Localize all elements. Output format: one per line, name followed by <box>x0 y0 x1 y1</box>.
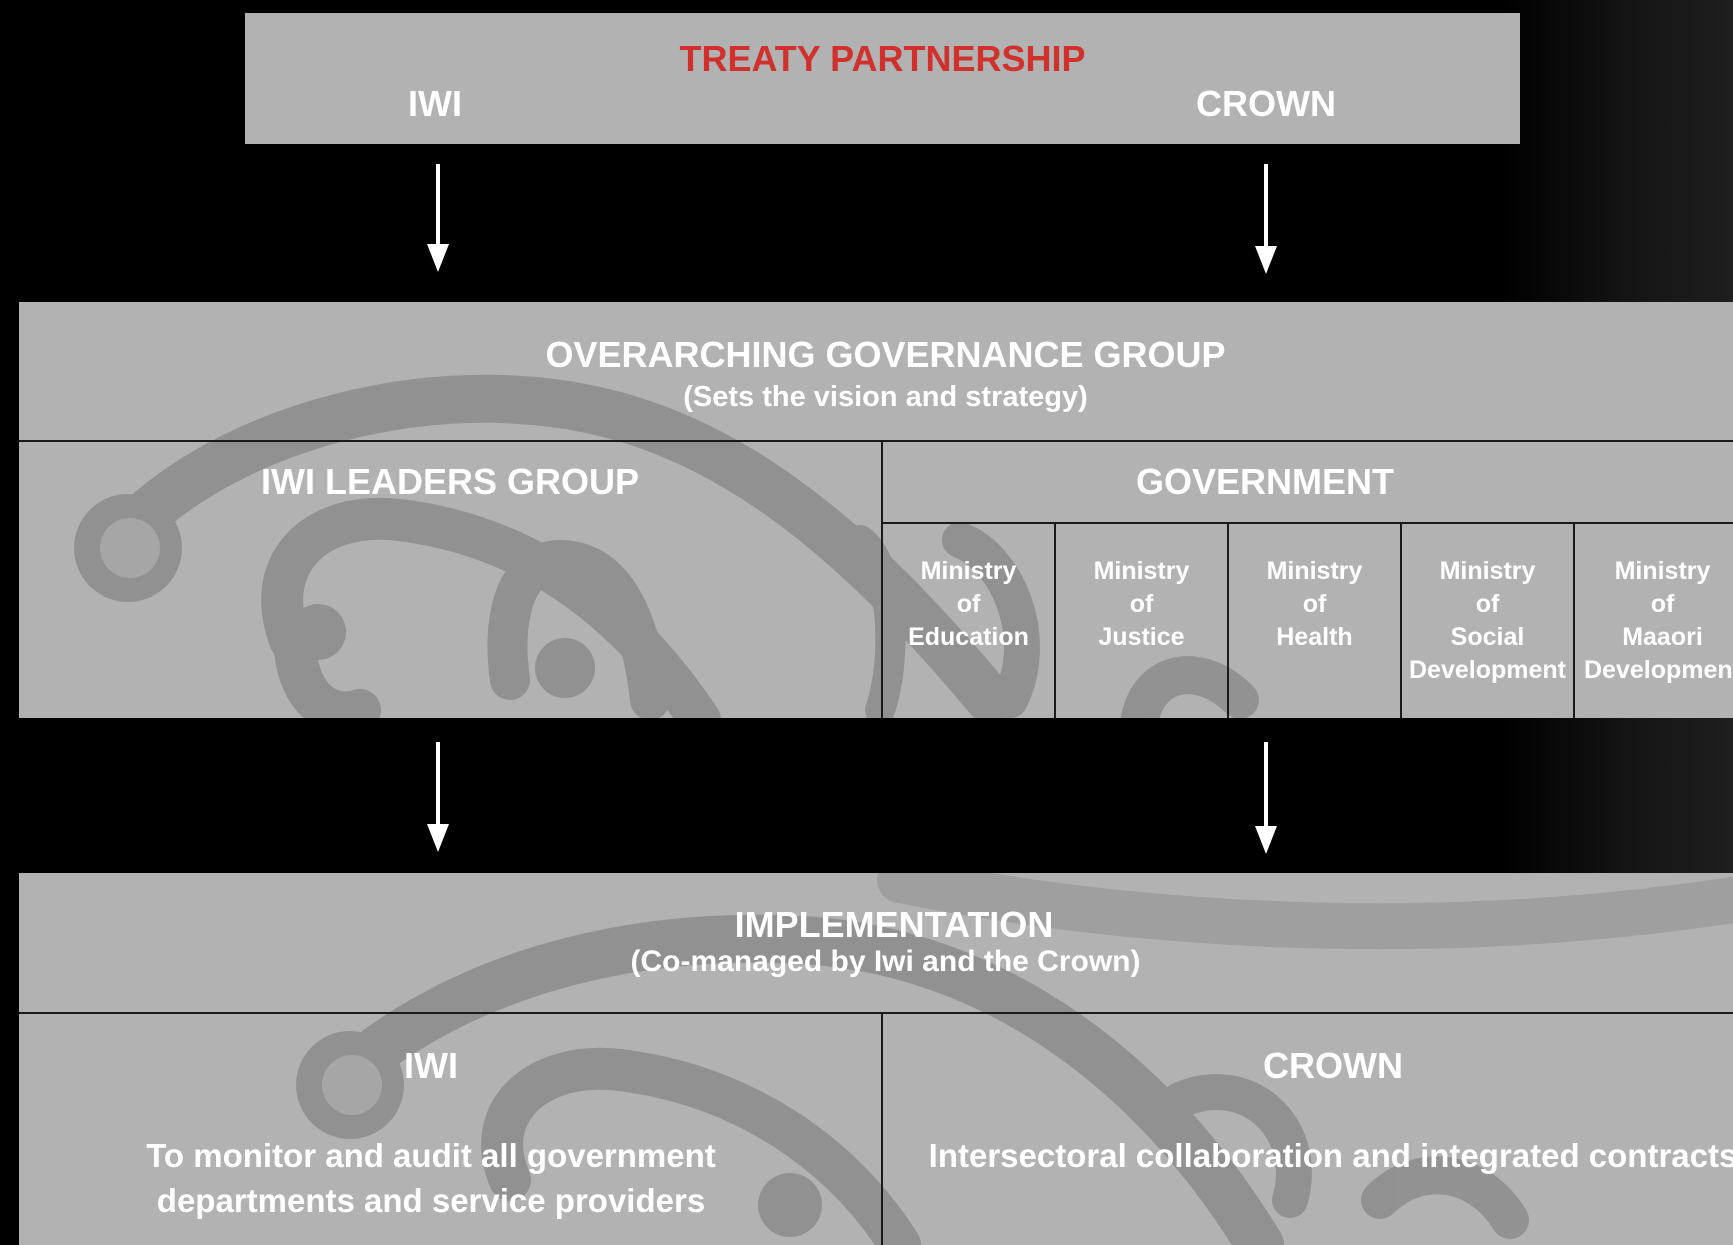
implementation-horizontal-divider <box>19 1012 1733 1014</box>
implementation-iwi-text: To monitor and audit all government depa… <box>19 1133 843 1223</box>
ministry-line: Justice <box>1098 623 1185 651</box>
ministry-line: Development <box>1409 656 1566 684</box>
governance-subtitle: (Sets the vision and strategy) <box>683 381 1088 413</box>
ministry-line: Ministry <box>1093 557 1190 585</box>
implementation-title: IMPLEMENTATION <box>734 904 1054 945</box>
ministry-line: of <box>956 590 981 618</box>
ministry-maaori-development: Ministry of Maaori Development <box>1575 555 1733 687</box>
implementation-crown-heading: CROWN <box>1263 1045 1403 1086</box>
ministry-line: Health <box>1276 623 1353 651</box>
ministry-line: of <box>1650 590 1675 618</box>
implementation-subtitle: (Co-managed by Iwi and the Crown) <box>630 945 1141 978</box>
iwi-text-line: To monitor and audit all government <box>146 1137 716 1174</box>
implementation-vertical-divider <box>881 1013 883 1245</box>
ministry-justice: Ministry of Justice <box>1056 555 1227 654</box>
treaty-iwi-label: IWI <box>408 83 462 124</box>
ministry-column-divider <box>1054 523 1056 718</box>
ministry-line: of <box>1302 590 1327 618</box>
ministry-column-divider <box>1400 523 1402 718</box>
implementation-crown-text: Intersectoral collaboration and integrat… <box>928 1137 1733 1174</box>
down-arrow-icon <box>1255 164 1277 274</box>
ministry-line: of <box>1129 590 1154 618</box>
governance-vertical-divider <box>881 441 883 718</box>
ministry-column-divider <box>1227 523 1229 718</box>
down-arrow-icon <box>1255 742 1277 854</box>
governance-title: OVERARCHING GOVERNANCE GROUP <box>545 334 1226 375</box>
ministry-social-development: Ministry of Social Development <box>1402 555 1573 687</box>
ministry-line: Ministry <box>920 557 1017 585</box>
iwi-leaders-group-label: IWI LEADERS GROUP <box>260 461 640 502</box>
ministry-line: Social <box>1450 623 1525 651</box>
down-arrow-icon <box>427 742 449 852</box>
ministry-line: Ministry <box>1266 557 1363 585</box>
government-label: GOVERNMENT <box>1135 461 1394 502</box>
ministry-line: of <box>1475 590 1500 618</box>
treaty-crown-label: CROWN <box>1196 83 1336 124</box>
treaty-partnership-box <box>245 13 1520 144</box>
government-ministry-divider <box>882 522 1733 524</box>
iwi-text-line: departments and service providers <box>156 1182 706 1219</box>
ministry-line: Education <box>908 623 1029 651</box>
ministry-line: Maaori <box>1622 623 1703 651</box>
ministry-health: Ministry of Health <box>1229 555 1400 654</box>
down-arrow-icon <box>427 164 449 272</box>
implementation-iwi-heading: IWI <box>404 1045 458 1086</box>
governance-horizontal-divider <box>19 440 1733 442</box>
ministry-line: Ministry <box>1614 557 1711 585</box>
ministry-education: Ministry of Education <box>883 555 1054 654</box>
treaty-partnership-title: TREATY PARTNERSHIP <box>679 38 1086 79</box>
ministry-column-divider <box>1573 523 1575 718</box>
ministry-line: Ministry <box>1439 557 1536 585</box>
ministry-line: Development <box>1584 656 1733 684</box>
